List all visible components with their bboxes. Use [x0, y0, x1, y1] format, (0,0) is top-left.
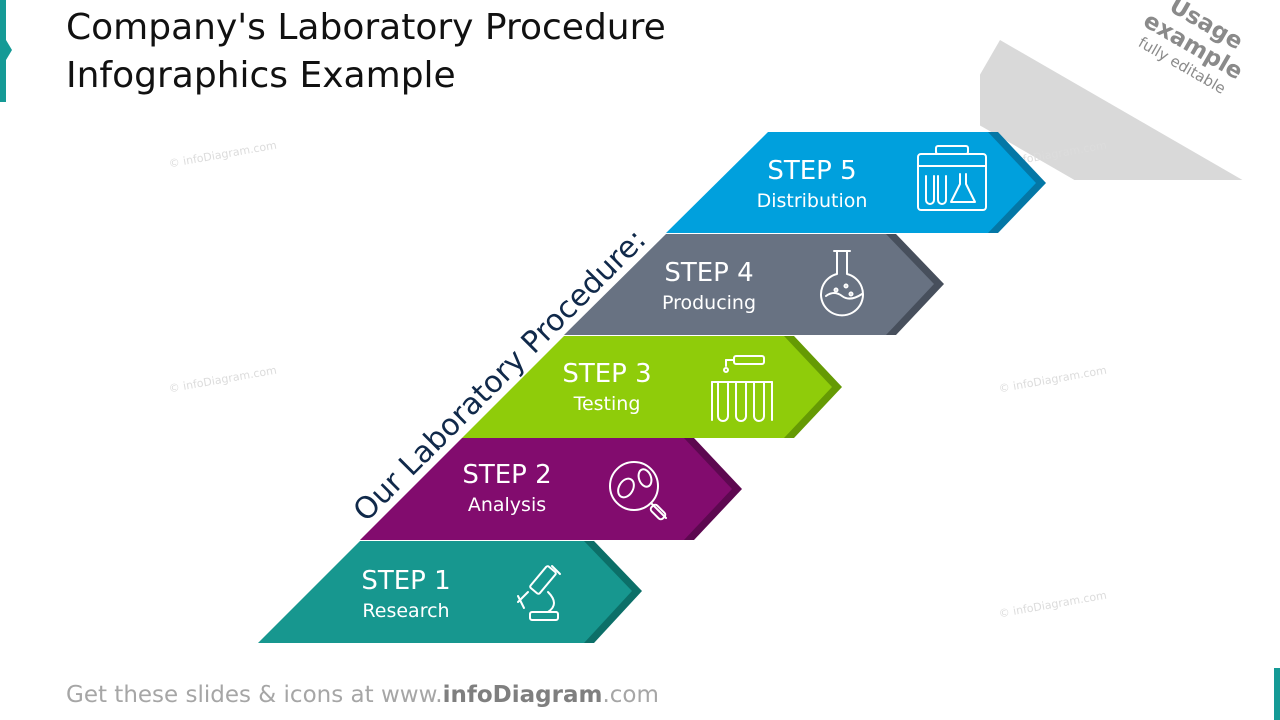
step-1-shape	[258, 541, 642, 643]
step-5-text: STEP 5 Distribution	[712, 156, 912, 214]
step-3-number: STEP 3	[562, 359, 652, 389]
step-5-number: STEP 5	[767, 156, 857, 186]
step-3-shape	[462, 336, 842, 438]
step-5-name: Distribution	[756, 190, 868, 212]
left-accent-notch	[6, 40, 12, 60]
step-1-arrow	[258, 541, 632, 643]
step-2-text: STEP 2 Analysis	[407, 460, 607, 518]
flask-icon	[820, 250, 864, 317]
step-4-number: STEP 4	[664, 258, 754, 288]
footer-credit: Get these slides & icons at www.infoDiag…	[66, 682, 659, 708]
footer-prefix: Get these slides & icons at www.	[66, 682, 443, 708]
step-4-name: Producing	[661, 292, 757, 314]
footer-suffix: .com	[602, 682, 659, 708]
step-5-shape	[666, 132, 1046, 233]
page-title: Company's Laboratory Procedure Infograph…	[66, 4, 766, 100]
step-3-name: Testing	[573, 393, 641, 415]
step-1-text: STEP 1 Research	[306, 566, 506, 624]
step-2-number: STEP 2	[462, 460, 552, 490]
step-3-text: STEP 3 Testing	[507, 359, 707, 417]
left-accent-bar	[0, 0, 6, 102]
page-title-line1: Company's Laboratory Procedure	[66, 7, 666, 48]
step-1-number: STEP 1	[361, 566, 451, 596]
lab-case-icon	[917, 145, 987, 211]
step-4-arrow	[564, 234, 934, 335]
step-4-text: STEP 4 Producing	[609, 258, 809, 316]
step-3-arrow	[462, 336, 832, 438]
footer-brand: infoDiagram	[442, 682, 603, 708]
test-tubes-pipette-icon	[711, 355, 773, 422]
step-1-name: Research	[362, 600, 450, 622]
magnifier-bacteria-icon	[609, 461, 667, 521]
microscope-icon	[517, 565, 561, 621]
step-4-shape	[564, 234, 944, 335]
step-2-name: Analysis	[467, 494, 547, 516]
step-5-arrow	[666, 132, 1036, 233]
page-title-line2: Infographics Example	[66, 55, 456, 96]
right-accent-bar	[1274, 668, 1280, 720]
